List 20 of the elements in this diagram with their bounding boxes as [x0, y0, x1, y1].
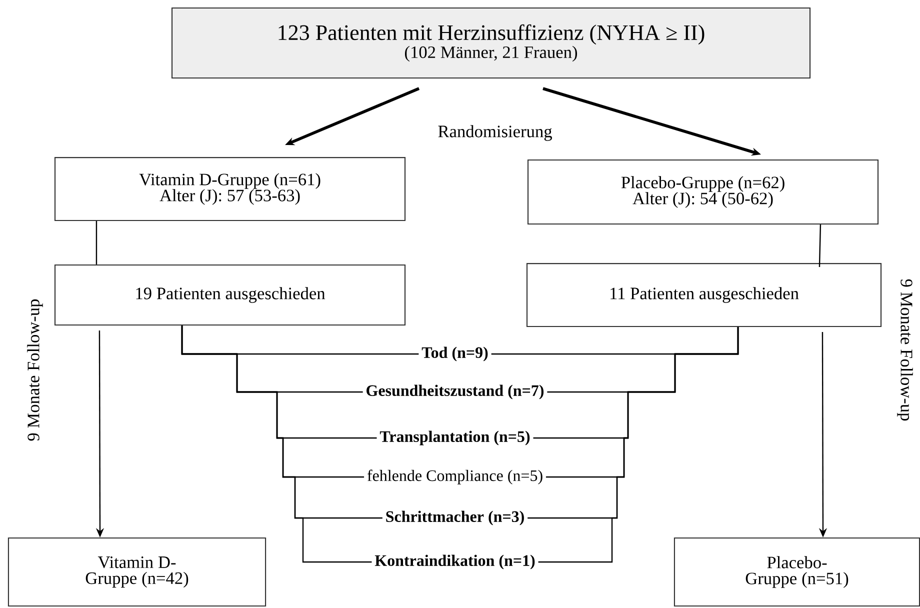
- connector-line: [96, 221, 98, 264]
- reason-text: Schrittmacher (n=3): [386, 510, 524, 526]
- period-label: 9 Monate Follow-up: [897, 279, 913, 421]
- flow-box: Placebo-Gruppe (n=51): [674, 537, 920, 607]
- flow-box: 19 Patienten ausgeschieden: [54, 264, 406, 326]
- connector-line: [818, 224, 822, 268]
- reason-text: Gesundheitszustand (n=7): [366, 384, 544, 400]
- flow-box: Vitamin D-Gruppe (n=61) Alter (J): 57 (53-63): [54, 157, 406, 221]
- reason-text: Transplantation (n=5): [380, 430, 530, 446]
- flow-box: 11 Patienten ausgeschieden: [526, 263, 882, 327]
- period-label: 9 Monate Follow-up: [27, 299, 43, 441]
- reason-text: Kontraindikation (n=1): [374, 554, 535, 570]
- connector-line: [538, 327, 739, 563]
- reason-text: Tod (n=9): [422, 346, 488, 362]
- flow-box: 123 Patienten mit Herzinsuffizienz (NYHA ≥ II) (102 Männer, 21 Frauen): [171, 7, 811, 79]
- flow-box: Vitamin D-Gruppe (n=42): [8, 537, 266, 607]
- flow-box: Placebo-Gruppe (n=62) Alter (J): 54 (50-62): [527, 159, 879, 225]
- reason-text: fehlende Compliance (n=5): [367, 470, 542, 484]
- step-label: Randomisierung: [438, 125, 552, 141]
- connector-line: [181, 326, 372, 563]
